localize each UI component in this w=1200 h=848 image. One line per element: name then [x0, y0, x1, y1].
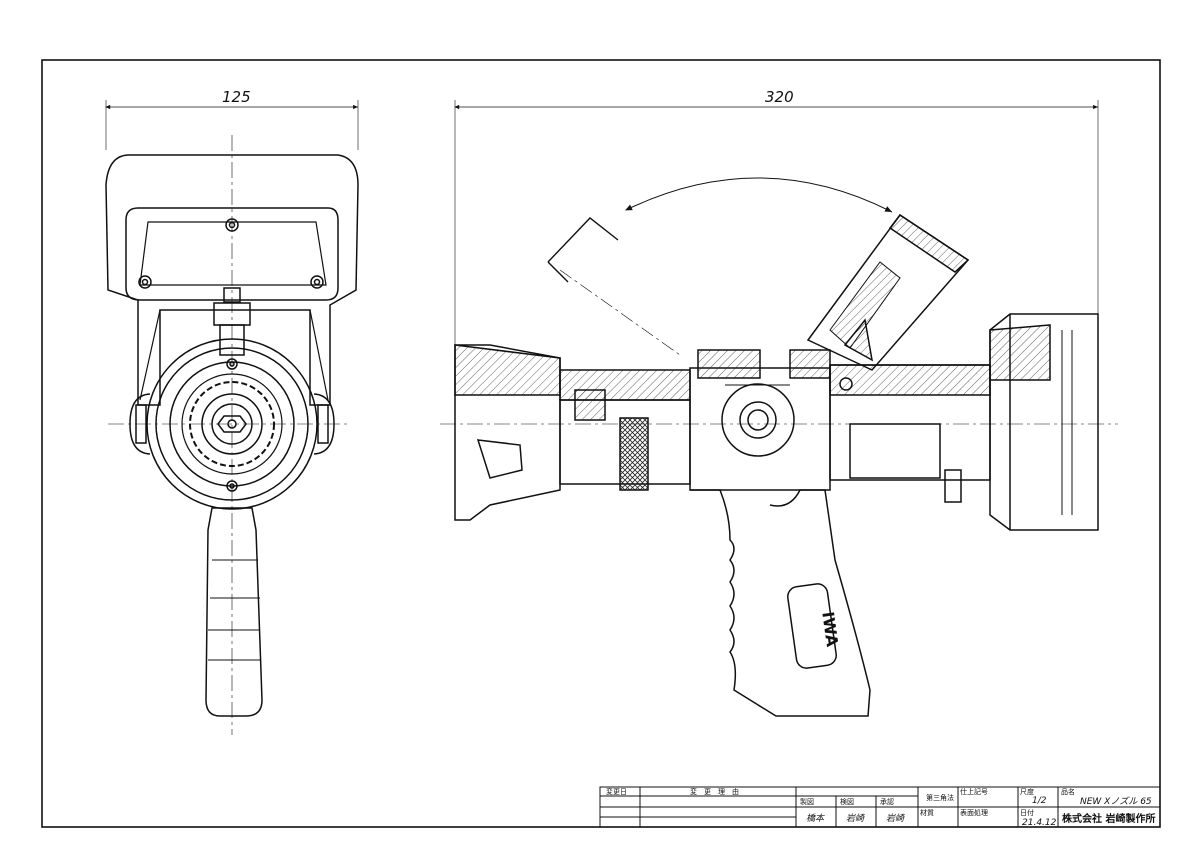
dimension-side-length: 320 [765, 88, 794, 106]
tb-scale-value: 1/2 [1032, 796, 1047, 806]
tb-date-label: 日付 [1020, 808, 1034, 817]
tb-product-label: 品名 [1061, 787, 1075, 796]
tb-projection: 第三角法 [926, 793, 954, 802]
front-view [105, 100, 359, 735]
tb-drawn-label: 製図 [800, 797, 814, 806]
dimension-front-width: 125 [222, 88, 251, 106]
tb-product-name: NEW Xノズル 65 [1080, 796, 1152, 807]
tb-company: 株式会社 岩崎製作所 [1062, 812, 1155, 825]
tb-date-value: 21.4.12 [1022, 818, 1057, 828]
tb-scale-label: 尺度 [1020, 787, 1034, 796]
tb-material-label: 材質 [920, 808, 934, 817]
tb-drawn-name: 橋本 [806, 813, 825, 824]
tb-checked-name: 岩崎 [846, 813, 866, 824]
tb-surface-label: 表面処理 [960, 808, 988, 817]
tb-approved-name: 岩崎 [886, 813, 906, 824]
side-view [440, 100, 1118, 717]
tb-checked-label: 検図 [840, 797, 854, 806]
tb-revision-reason-label: 変 更 理 由 [690, 787, 739, 796]
tb-approved-label: 承認 [880, 797, 894, 806]
tb-finish-label: 仕上記号 [960, 787, 988, 796]
grip-logo: IWA [818, 610, 842, 648]
tb-revision-date-label: 変更日 [606, 787, 627, 796]
title-block [599, 786, 1161, 828]
